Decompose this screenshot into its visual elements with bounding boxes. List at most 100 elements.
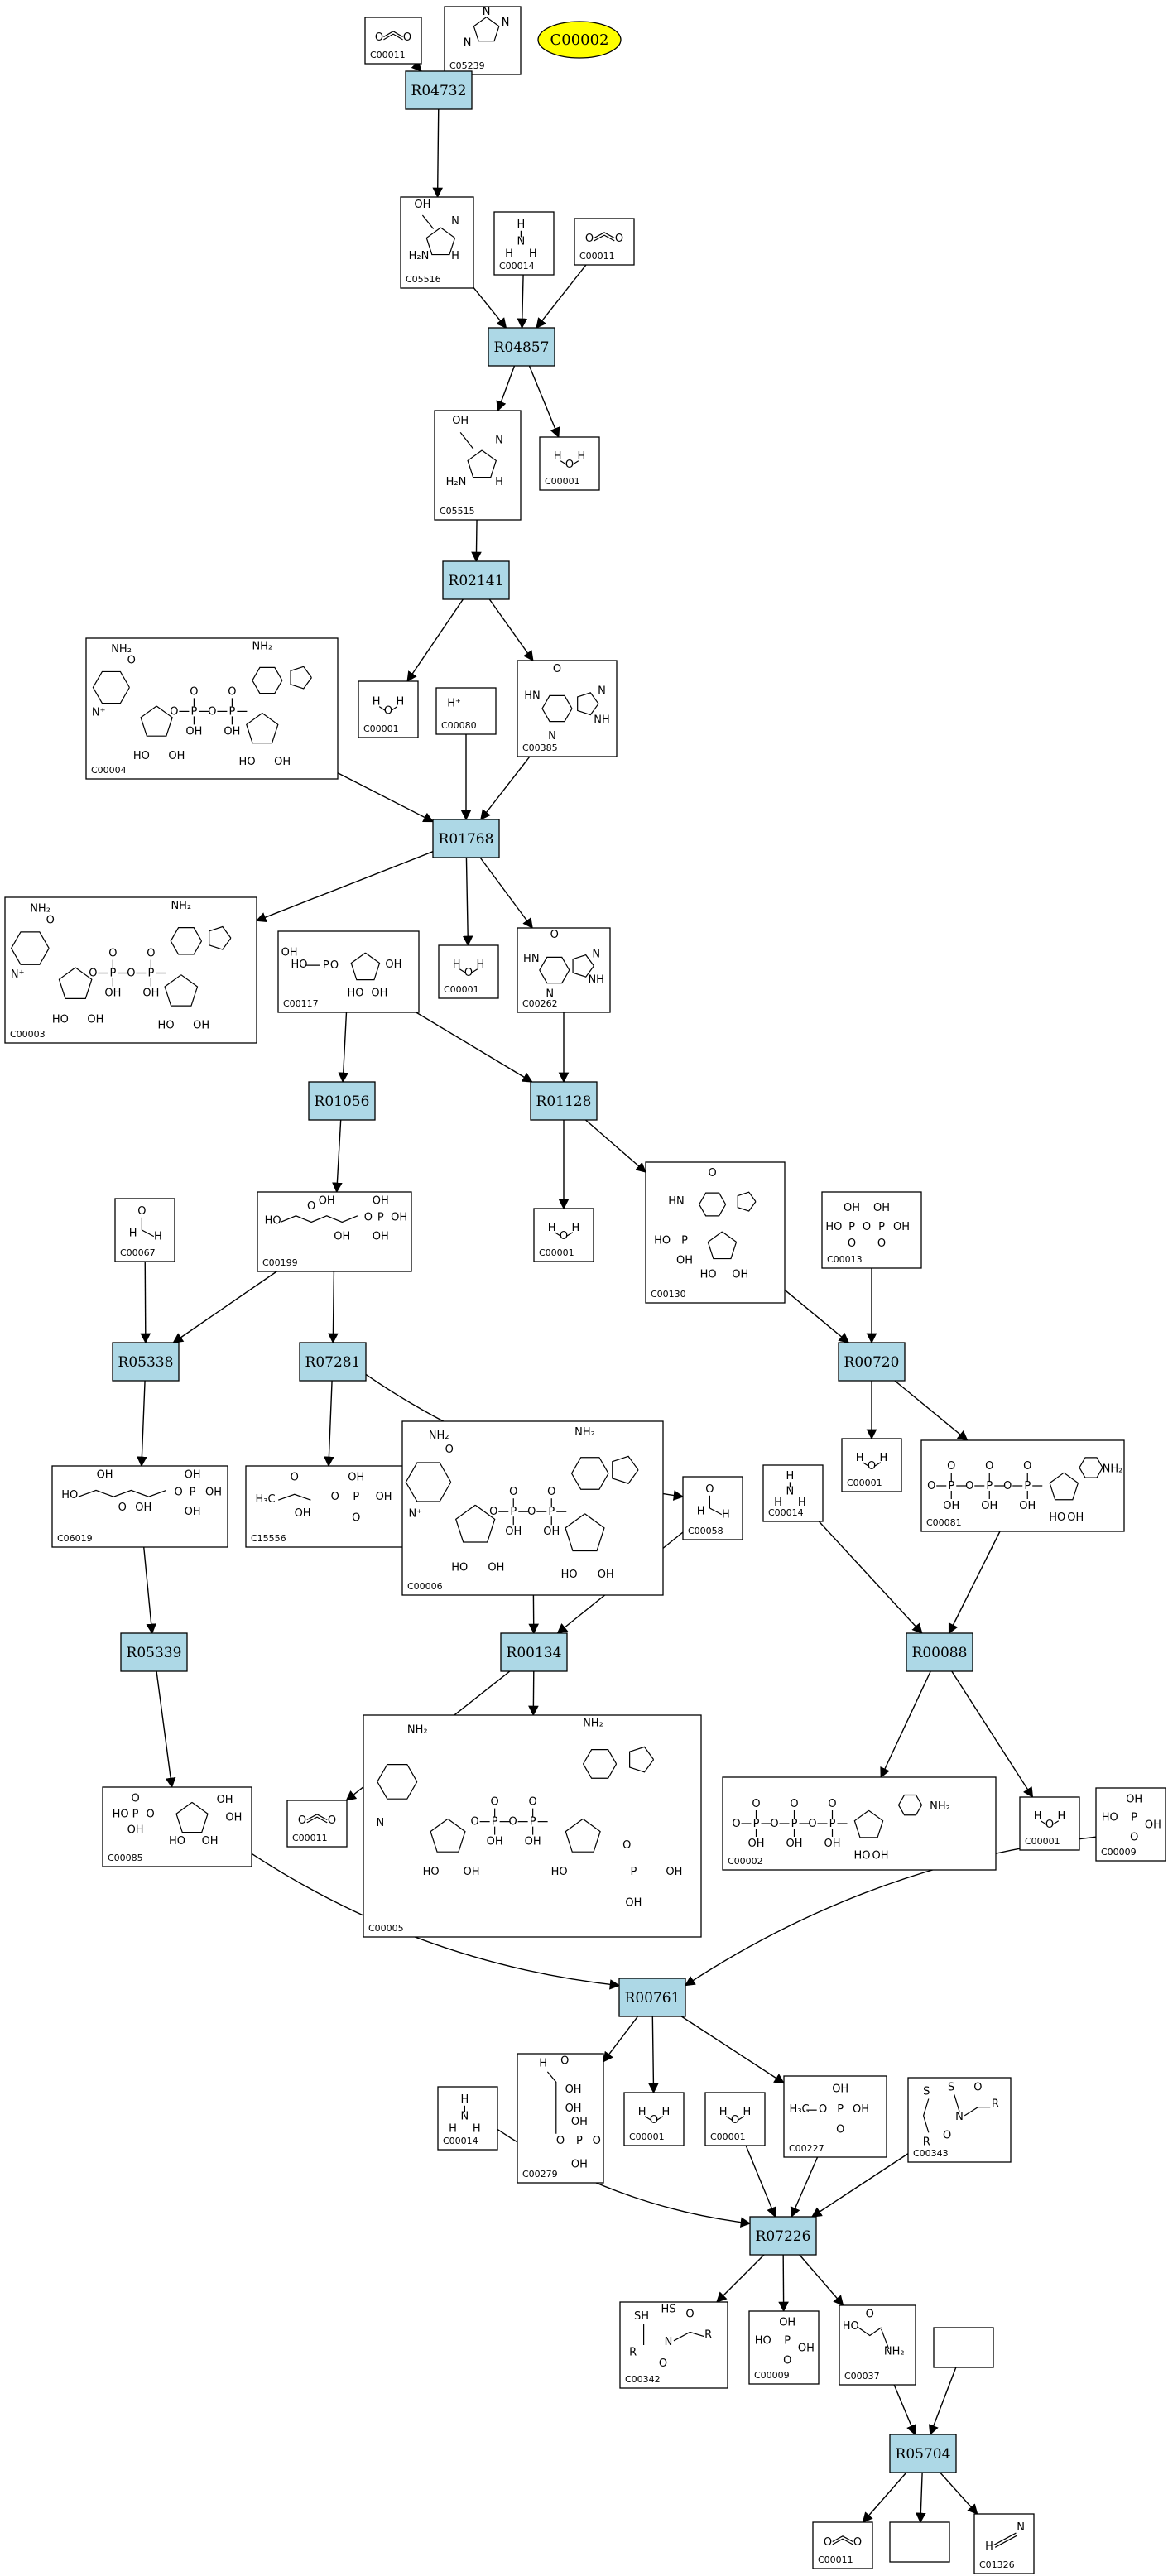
reaction-id: R07226	[756, 2228, 811, 2245]
atom-label: OH	[893, 1221, 910, 1233]
reaction-node[interactable]: R02141	[442, 560, 510, 600]
reaction-box	[308, 1081, 376, 1121]
atom-label: OH	[142, 988, 159, 1000]
atom-label: OH	[565, 2103, 582, 2115]
reaction-box	[530, 1081, 598, 1121]
compound-node[interactable]: H⁺C00080	[435, 687, 497, 735]
edge-arrow	[951, 1670, 1034, 1799]
highlight-node[interactable]: C00002	[537, 21, 622, 59]
bond	[832, 2538, 853, 2545]
reaction-node[interactable]: R00134	[500, 1632, 568, 1672]
atom-label: OH	[185, 1506, 201, 1518]
bond	[897, 1794, 923, 1816]
reaction-node[interactable]: R00720	[838, 1342, 906, 1382]
atom-label: N	[955, 2111, 964, 2123]
atom-label: OH	[571, 2158, 588, 2170]
atom-label: O	[464, 967, 473, 979]
atom-label: H	[529, 248, 537, 261]
reaction-node[interactable]: R07281	[299, 1342, 367, 1382]
atom-label: SH	[634, 2310, 649, 2323]
reaction-node[interactable]: R04857	[488, 327, 555, 367]
reaction-node[interactable]: R05339	[120, 1632, 188, 1672]
compound-node[interactable]	[889, 2521, 950, 2563]
compound-node[interactable]	[933, 2327, 994, 2368]
atom-label: H	[697, 1506, 705, 1518]
atom-label: OH	[104, 988, 121, 1000]
reaction-node[interactable]: R01056	[308, 1081, 376, 1121]
reaction-node[interactable]: R04732	[405, 70, 473, 110]
bond	[612, 1455, 639, 1484]
compound-structure: HOH	[1034, 1810, 1066, 1831]
reaction-id: R01768	[439, 831, 494, 848]
atom-label: O	[560, 1230, 568, 1242]
reaction-node[interactable]: R05704	[889, 2434, 957, 2473]
edge-arrow	[471, 519, 482, 563]
atom-label: NH₂	[171, 900, 191, 912]
compound-id: C05239	[449, 60, 485, 71]
reaction-node[interactable]: R00761	[618, 1978, 686, 2017]
reaction-node[interactable]: R07226	[749, 2216, 817, 2256]
edge-arrow	[536, 264, 587, 329]
atom-label: HO	[291, 959, 307, 971]
atom-label: H₂N	[409, 250, 430, 262]
reaction-node[interactable]: R00088	[906, 1632, 973, 1672]
edge-arrow	[585, 1119, 646, 1173]
atom-label: P	[1131, 1812, 1137, 1824]
atom-label: O	[848, 1238, 856, 1250]
compound-id: C00001	[539, 1247, 574, 1258]
reaction-box	[889, 2434, 957, 2473]
atom-label: P	[753, 1818, 760, 1830]
atom-label: HO	[451, 1562, 468, 1574]
edge-arrow	[462, 857, 473, 947]
reaction-node[interactable]: R01128	[530, 1081, 598, 1121]
atom-label: O	[298, 1814, 306, 1827]
atom-label: R	[992, 2098, 999, 2111]
reaction-node[interactable]: R01768	[432, 819, 500, 858]
reaction-node[interactable]: R05338	[112, 1342, 180, 1382]
compound-box	[363, 1714, 702, 1938]
